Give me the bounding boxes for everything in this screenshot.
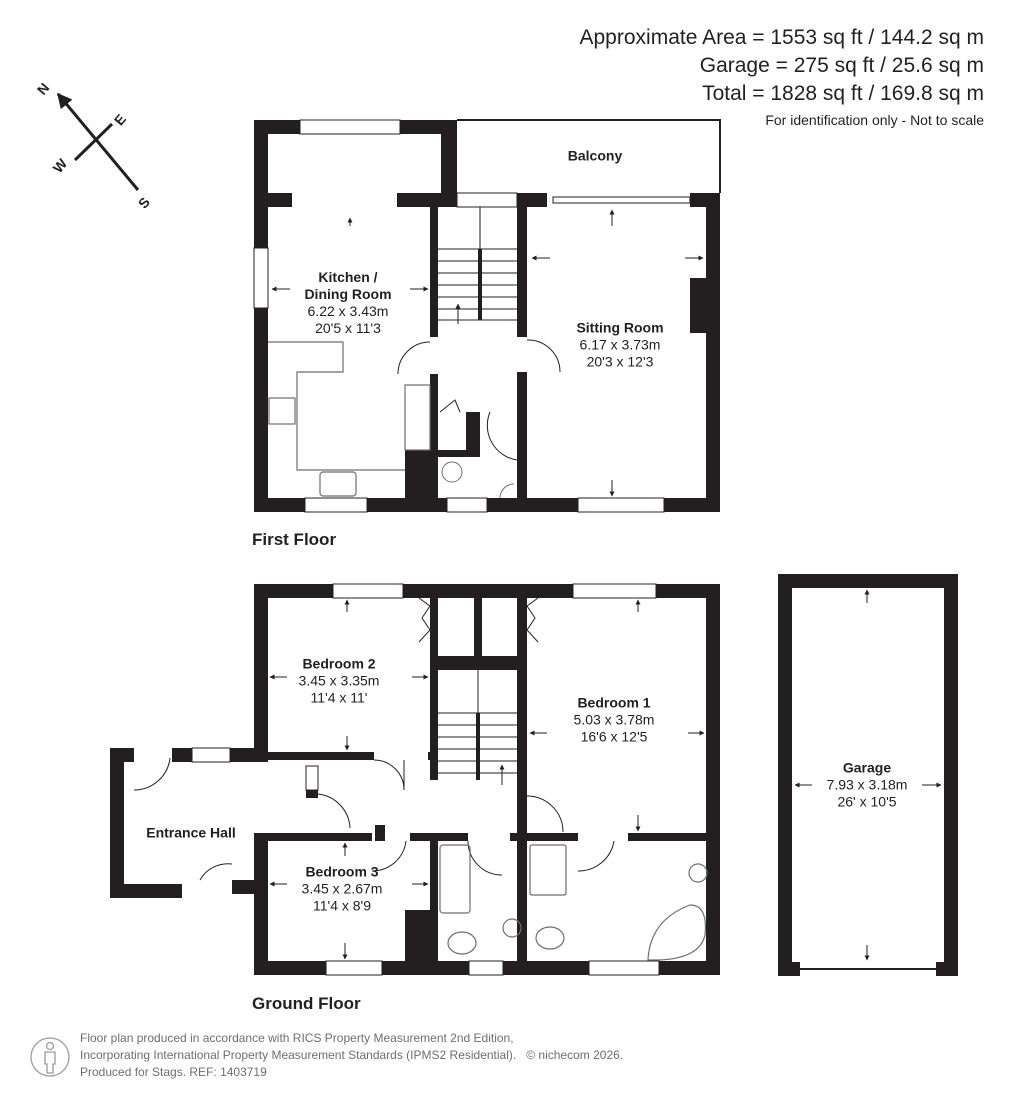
compass-icon <box>56 92 140 191</box>
room-bedroom-3: Bedroom 3 3.45 x 2.67m 11'4 x 8'9 <box>301 863 383 914</box>
first-floor-doors <box>397 339 561 499</box>
footer-text: Floor plan produced in accordance with R… <box>80 1031 624 1079</box>
room-kitchen-dining: Kitchen / Dining Room 6.22 x 3.43m 20'5 … <box>304 269 392 336</box>
first-floor-stairs <box>438 207 517 321</box>
compass-s: S <box>135 194 153 211</box>
ground-floor-stairs <box>438 670 517 780</box>
ground-floor-doors <box>133 597 615 881</box>
first-floor-windows <box>253 119 691 513</box>
garage-area: Garage = 275 sq ft / 25.6 sq m <box>699 54 984 77</box>
ground-floor-windows <box>191 583 660 976</box>
scale-note: For identification only - Not to scale <box>765 112 984 128</box>
bathroom-fixtures <box>439 844 708 961</box>
area-summary: Approximate Area = 1553 sq ft / 144.2 sq… <box>580 24 985 130</box>
room-balcony: Balcony <box>567 147 623 164</box>
compass-e: E <box>111 111 129 128</box>
first-floor-label: First Floor <box>252 530 337 549</box>
room-entrance-hall: Entrance Hall <box>146 824 236 841</box>
room-sitting-room: Sitting Room 6.17 x 3.73m 20'3 x 12'3 <box>576 319 664 370</box>
ground-floor-dimension-arrows <box>269 599 705 960</box>
garage-walls <box>778 574 958 976</box>
first-floor-dimension-arrows <box>271 209 704 497</box>
ground-floor-label: Ground Floor <box>252 994 361 1013</box>
room-bedroom-1: Bedroom 1 5.03 x 3.78m 16'6 x 12'5 <box>573 694 655 745</box>
compass-n: N <box>34 80 53 98</box>
person-icon <box>30 1037 70 1077</box>
compass-w: W <box>49 155 70 176</box>
total-area: Total = 1828 sq ft / 169.8 sq m <box>702 82 984 105</box>
ground-floor-walls <box>110 584 720 975</box>
garage-dimension-arrows <box>794 589 942 961</box>
approximate-area: Approximate Area = 1553 sq ft / 144.2 sq… <box>579 26 985 49</box>
copyright: © nichecom 2026. <box>526 1048 624 1062</box>
room-garage: Garage 7.93 x 3.18m 26' x 10'5 <box>826 759 908 810</box>
kitchen-units <box>268 341 431 497</box>
room-bedroom-2: Bedroom 2 3.45 x 3.35m 11'4 x 11' <box>298 655 380 706</box>
